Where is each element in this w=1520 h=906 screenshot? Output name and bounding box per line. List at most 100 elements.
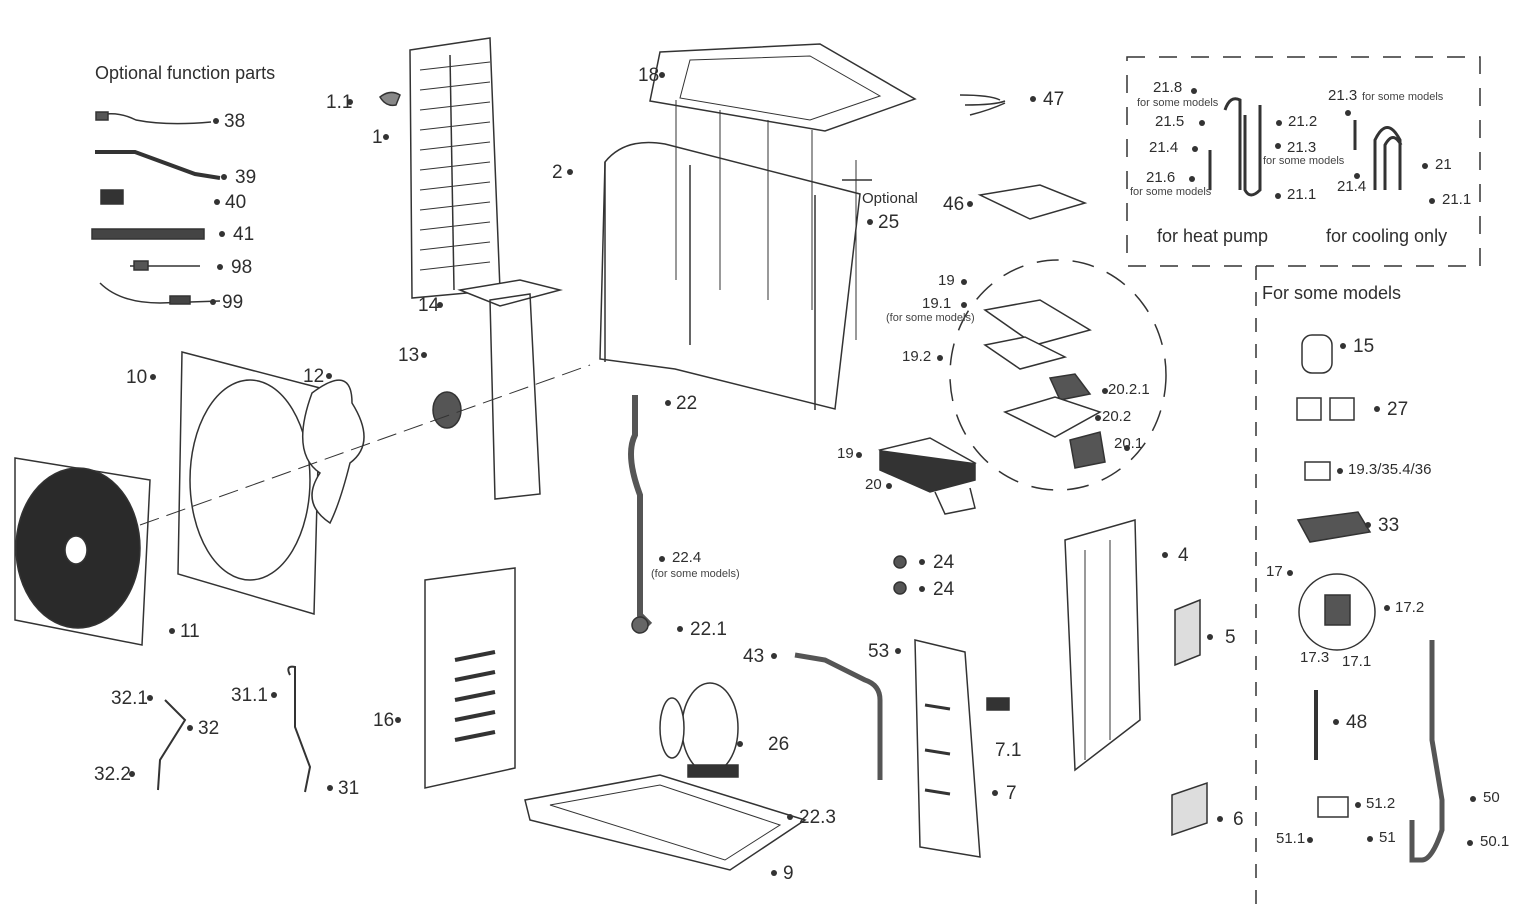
fan-guard-part	[14, 457, 151, 646]
pipe-50-part	[1409, 640, 1445, 863]
rear-panel-part	[1064, 519, 1141, 772]
part-callout-label: 32.2	[94, 764, 131, 785]
part-callout-label: 12	[303, 366, 325, 387]
callout-dot	[1192, 146, 1198, 152]
part-callout-label: 17	[1266, 563, 1283, 580]
part-callout-label: 43	[743, 646, 765, 667]
callout-dot	[737, 741, 743, 747]
callout-dot	[856, 452, 862, 458]
wire-47-part	[959, 94, 1006, 116]
part-callout-label: 22.1	[690, 619, 727, 640]
callout-dot	[1365, 522, 1371, 528]
part-callout-label: 22	[676, 393, 698, 414]
callout-dot	[217, 264, 223, 270]
part-33	[1296, 511, 1372, 543]
part-callout-label: 46	[943, 194, 965, 215]
part-callout-label: 38	[224, 111, 246, 132]
callout-dot	[395, 717, 401, 723]
compressor-part	[659, 682, 739, 778]
callout-dot	[961, 302, 967, 308]
sensor-31-part	[287, 665, 312, 793]
part-callout-label: 32	[198, 718, 220, 739]
part-callout-label: 24	[933, 579, 955, 600]
part-callout-label: 2	[552, 162, 563, 183]
callout-dot	[919, 586, 925, 592]
callout-dot	[961, 279, 967, 285]
condenser-part	[599, 100, 861, 410]
part-callout-label: 1	[372, 127, 383, 148]
part-27	[1296, 397, 1322, 421]
front-panel-part	[177, 351, 321, 615]
callout-dot	[771, 870, 777, 876]
callout-dot	[1340, 343, 1346, 349]
part-callout-label: 7	[1006, 783, 1017, 804]
part-callout-label: 21.1	[1442, 191, 1472, 208]
callout-dot	[1191, 88, 1197, 94]
part-callout-label: 50	[1483, 789, 1500, 806]
part-callout-label: 5	[1225, 627, 1236, 648]
callout-dot	[214, 199, 220, 205]
callout-dot	[1207, 634, 1213, 640]
part-callout-label: 21.6	[1146, 169, 1176, 186]
callout-dot	[895, 648, 901, 654]
callout-dot	[221, 174, 227, 180]
nut-part	[893, 581, 907, 595]
callout-dot	[886, 483, 892, 489]
part-callout-label: for some models	[1362, 91, 1444, 103]
callout-dot	[1095, 415, 1101, 421]
part-callout-label: 24	[933, 552, 955, 573]
part-callout-label: 9	[783, 863, 794, 884]
part-callout-label: 20.1	[1114, 435, 1144, 452]
part-callout-label: (for some models)	[886, 312, 975, 324]
part-callout-label: 39	[235, 167, 257, 188]
callout-dot	[1276, 120, 1282, 126]
callout-dot	[937, 355, 943, 361]
part-callout-label: 21.5	[1155, 113, 1185, 130]
part-callout-label: 6	[1233, 809, 1244, 830]
board-46-part	[977, 184, 1088, 220]
part-callout-label: 21	[1435, 156, 1452, 173]
four-way-valve-group-outline	[1126, 56, 1481, 267]
callout-dot	[421, 352, 427, 358]
part-callout-label: 22.3	[799, 807, 836, 828]
part-callout-label: 19	[837, 445, 854, 462]
part-callout-label: 7.1	[995, 740, 1022, 761]
part-callout-label: 4	[1178, 545, 1189, 566]
callout-dot	[677, 626, 683, 632]
part-callout-label: 21.3	[1287, 139, 1317, 156]
part-callout-label: 48	[1346, 712, 1368, 733]
part-7-1	[986, 697, 1010, 711]
callout-dot	[129, 771, 135, 777]
part-callout-label: for heat pump	[1157, 226, 1269, 246]
part-17-group-outline	[1298, 573, 1376, 651]
part-callout-label: 15	[1353, 336, 1375, 357]
part-callout-label: 10	[126, 367, 148, 388]
part-15	[1301, 334, 1333, 374]
front-side-panel-part	[914, 639, 981, 858]
part-callout-label: 50.1	[1480, 833, 1510, 850]
callout-dot	[1217, 816, 1223, 822]
part-callout-label: 17.1	[1342, 653, 1372, 670]
callout-dot	[1470, 796, 1476, 802]
callout-dot	[659, 556, 665, 562]
callout-dot	[1355, 802, 1361, 808]
callout-dot	[1374, 406, 1380, 412]
callout-dot	[1275, 193, 1281, 199]
callout-dot	[1307, 837, 1313, 843]
callout-dot	[919, 559, 925, 565]
part-callout-label: 26	[768, 734, 790, 755]
callout-dot	[326, 373, 332, 379]
part-callout-label: for cooling only	[1326, 226, 1448, 246]
part-callout-label: 21.4	[1337, 178, 1367, 195]
callout-dot	[1345, 110, 1351, 116]
part-callout-label: 16	[373, 710, 395, 731]
pipe-22-part	[628, 395, 653, 628]
callout-dot	[1275, 143, 1281, 149]
part-callout-label: 14	[418, 295, 440, 316]
part-callout-label: 21.8	[1153, 79, 1183, 96]
callout-dot	[992, 790, 998, 796]
part-callout-label: 19.1	[922, 295, 952, 312]
fan-motor-part	[432, 391, 462, 429]
callout-dot	[271, 692, 277, 698]
